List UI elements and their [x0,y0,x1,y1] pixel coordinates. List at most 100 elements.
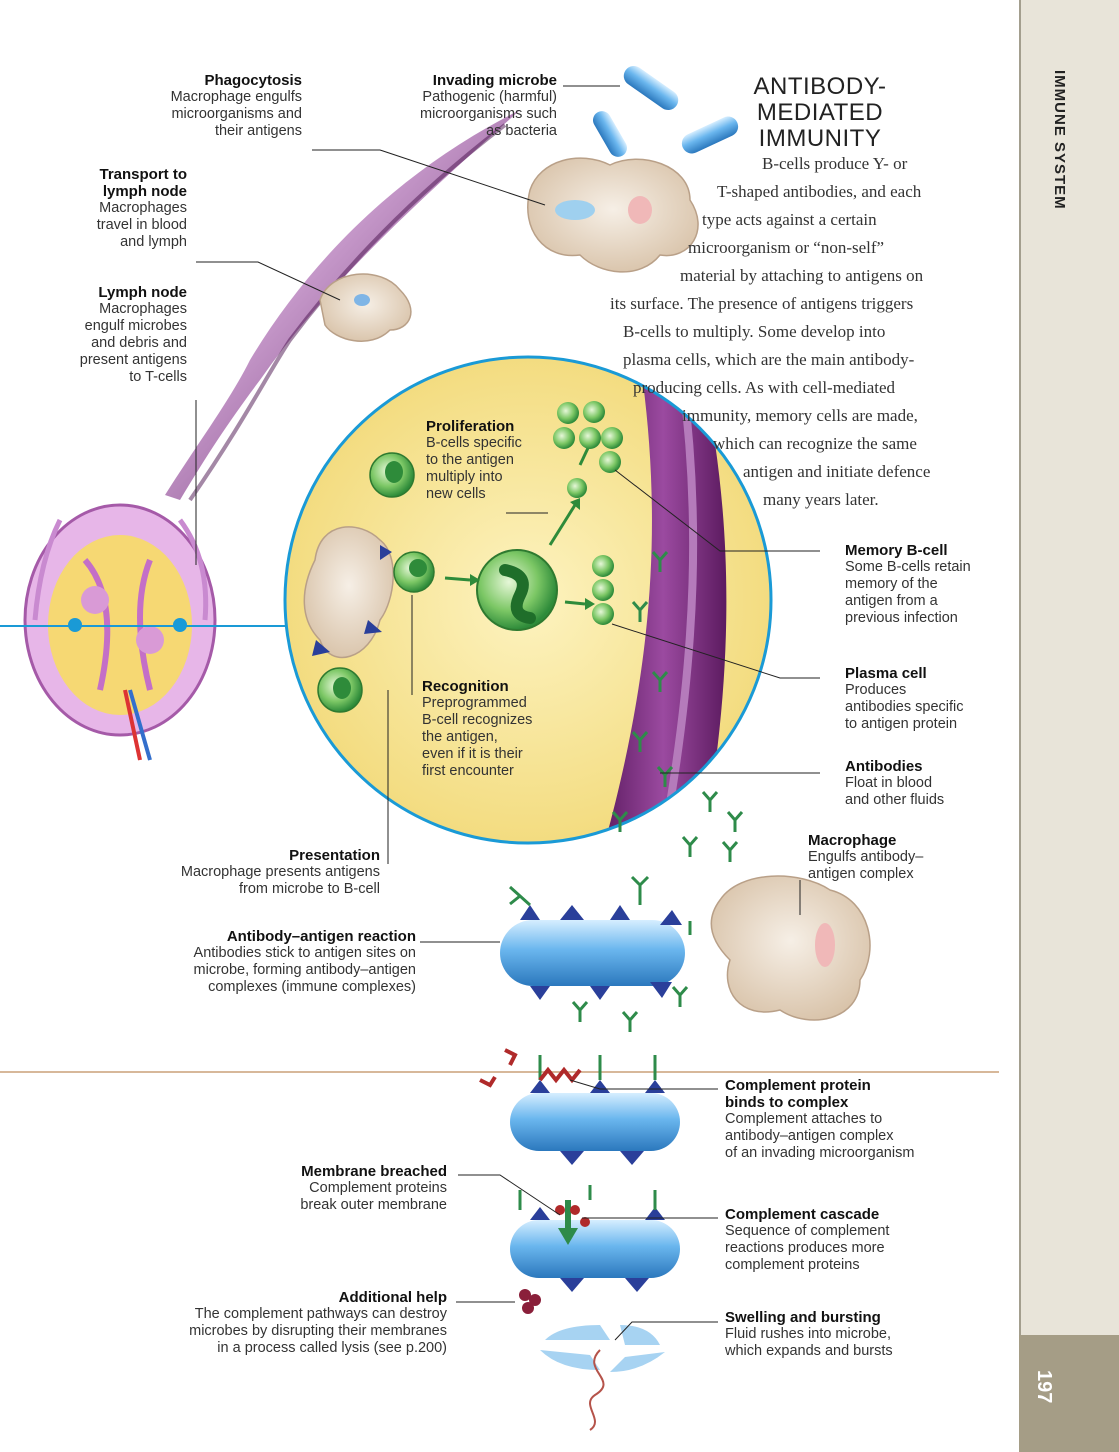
label-title: Membrane breached [230,1163,447,1180]
label-swelling-bursting: Swelling and bursting Fluid rushes into … [725,1309,985,1360]
label-text: Macrophages [40,200,187,217]
label-additional-help: Additional help The complement pathways … [110,1289,447,1357]
intro-line: many years later. [600,486,1010,514]
label-text: their antigens [100,123,302,140]
label-text: Engulfs antibody– [808,849,978,866]
label-title: Complement protein [725,1077,1005,1094]
label-text: Produces [845,682,1010,699]
label-text: break outer membrane [230,1197,447,1214]
label-antibody-antigen-reaction: Antibody–antigen reaction Antibodies sti… [110,928,416,996]
label-text: new cells [426,486,566,503]
label-phagocytosis: Phagocytosis Macrophage engulfs microorg… [100,72,302,140]
label-text: and lymph [40,234,187,251]
label-title: Complement cascade [725,1206,985,1223]
label-complement-binds: Complement protein binds to complex Comp… [725,1077,1005,1162]
label-text: previous infection [845,610,1010,627]
intro-line: material by attaching to antigens on [600,262,1010,290]
intro-line: B-cells produce Y- or [600,150,1010,178]
plasma-cell-cluster [592,555,614,625]
intro-line: B-cells to multiply. Some develop into [600,318,1010,346]
label-text: in a process called lysis (see p.200) [110,1340,447,1357]
label-title: Invading microbe [360,72,557,89]
label-antibodies: Antibodies Float in blood and other flui… [845,758,1010,809]
label-text: Macrophages [40,301,187,318]
label-text: antigen from a [845,593,1010,610]
label-plasma-cell: Plasma cell Produces antibodies specific… [845,665,1010,733]
label-text: reactions produces more [725,1240,985,1257]
title-line: IMMUNITY [700,126,940,152]
label-text: to antigen protein [845,716,1010,733]
b-cell-lower [318,668,362,712]
label-text: Antibodies stick to antigen sites on [110,945,416,962]
title-line: ANTIBODY- [700,74,940,100]
label-recognition: Recognition Preprogrammed B-cell recogni… [422,678,562,780]
label-text: memory of the [845,576,1010,593]
intro-line: its surface. The presence of antigens tr… [600,290,1010,318]
label-text: which expands and bursts [725,1343,985,1360]
label-text: to the antigen [426,452,566,469]
label-title: Presentation [120,847,380,864]
antibody-antigen-microbe [500,877,690,1000]
label-title: binds to complex [725,1094,1005,1111]
intro-line: type acts against a certain [600,206,1010,234]
intro-line: producing cells. As with cell-mediated [600,374,1010,402]
label-title: Recognition [422,678,562,695]
label-text: complexes (immune complexes) [110,979,416,996]
label-text: B-cells specific [426,435,566,452]
label-title: Memory B-cell [845,542,1010,559]
label-text: microorganisms and [100,106,302,123]
label-title: Transport to [40,166,187,183]
label-title: Plasma cell [845,665,1010,682]
engulfing-macrophage [711,876,870,1020]
transported-macrophage [320,274,411,341]
title-line: MEDIATED [700,100,940,126]
label-text: Some B-cells retain [845,559,1010,576]
label-text: as bacteria [360,123,557,140]
label-title: Macrophage [808,832,978,849]
intro-line: plasma cells, which are the main antibod… [600,346,1010,374]
label-text: Macrophage engulfs [100,89,302,106]
label-text: microbes by disrupting their membranes [110,1323,447,1340]
label-title: Lymph node [40,284,187,301]
sidebar-divider [1019,0,1021,1452]
label-text: to T-cells [40,369,187,386]
page-number: 197 [1032,1370,1055,1403]
label-proliferation: Proliferation B-cells specific to the an… [426,418,566,503]
label-text: Float in blood [845,775,1010,792]
label-text: Sequence of complement [725,1223,985,1240]
label-text: Pathogenic (harmful) [360,89,557,106]
complement-bound-microbe [480,1050,680,1165]
label-text: engulf microbes [40,318,187,335]
intro-paragraph: B-cells produce Y- or T-shaped antibodie… [600,150,1010,514]
lymph-node [25,505,215,760]
label-text: and debris and [40,335,187,352]
label-text: Preprogrammed [422,695,562,712]
section-title: IMMUNE SYSTEM [1028,70,1068,270]
label-title: Additional help [110,1289,447,1306]
label-membrane-breached: Membrane breached Complement proteins br… [230,1163,447,1214]
membrane-breached-microbe [510,1185,680,1314]
label-title: Phagocytosis [100,72,302,89]
label-text: Complement proteins [230,1180,447,1197]
label-text: the antigen, [422,729,562,746]
label-text: multiply into [426,469,566,486]
label-presentation: Presentation Macrophage presents antigen… [120,847,380,898]
intro-line: T-shaped antibodies, and each [600,178,1010,206]
intro-line: antigen and initiate defence [600,458,1010,486]
label-text: from microbe to B-cell [120,881,380,898]
label-text: microbe, forming antibody–antigen [110,962,416,979]
label-invading-microbe: Invading microbe Pathogenic (harmful) mi… [360,72,557,140]
label-memory-b-cell: Memory B-cell Some B-cells retain memory… [845,542,1010,627]
activated-b-cell [477,550,557,630]
intro-line: microorganism or “non-self” [600,234,1010,262]
label-text: microorganisms such [360,106,557,123]
label-text: Macrophage presents antigens [120,864,380,881]
bursting-microbe [540,1325,665,1430]
label-text: antibodies specific [845,699,1010,716]
label-text: first encounter [422,763,562,780]
label-text: B-cell recognizes [422,712,562,729]
label-text: antigen complex [808,866,978,883]
label-text: antibody–antigen complex [725,1128,1005,1145]
label-title: Proliferation [426,418,566,435]
label-text: present antigens [40,352,187,369]
